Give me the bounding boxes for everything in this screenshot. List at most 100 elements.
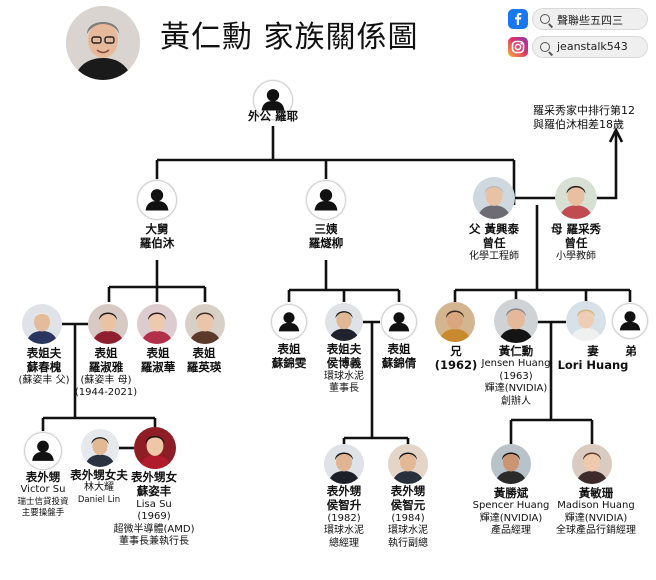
person-label-line: (1984): [391, 512, 425, 524]
person-luo-sh-label: 表姐羅淑華: [141, 346, 176, 375]
person-luo-ying-label: 表姐羅英瑛: [187, 346, 222, 375]
person-label-line: 輝達(NVIDIA): [479, 512, 543, 524]
person-label-line: 蘇錦雯: [271, 356, 307, 371]
person-uncle-label: 大舅羅伯沐: [140, 222, 175, 251]
person-label-line: 主要操盤手: [21, 507, 65, 518]
person-father-photo: [473, 177, 515, 219]
person-label-line: 蘇春槐: [26, 360, 62, 375]
person-su-mother-photo: [88, 304, 128, 344]
person-su-wen-avatar-icon: [271, 304, 307, 340]
person-hou-label: 表姐夫侯博義環球水泥董事長: [324, 342, 364, 396]
person-su-qian-label: 表姐蘇錦倩: [382, 342, 417, 371]
person-label-line: 超微半導體(AMD): [113, 523, 195, 535]
person-label-line: 妻: [587, 344, 599, 358]
person-label-line: 董事長兼執行長: [118, 536, 189, 548]
person-grandpa-label: 外公 羅耶: [248, 109, 298, 123]
person-label-line: 表外甥女: [130, 470, 177, 484]
facebook-handle[interactable]: 聲聯些五四三: [508, 8, 648, 30]
person-daniel-photo: [81, 429, 119, 467]
person-su-qian-avatar-icon: [381, 304, 417, 340]
person-uncle-avatar-icon: [137, 180, 177, 220]
person-label-line: Victor Su: [20, 484, 66, 496]
person-madison-photo: [572, 444, 612, 484]
person-label-line: 父 黃興泰: [468, 222, 520, 236]
person-aunt-avatar-icon: [306, 180, 346, 220]
person-father-label: 父 黃興泰曾任化學工程師: [469, 222, 519, 263]
person-hou-photo: [325, 303, 363, 341]
person-label-line: 曾任: [482, 236, 506, 251]
page-title: 黃仁勳 家族關係圖: [160, 20, 419, 55]
person-label-line: 侯博義: [326, 356, 362, 371]
person-label-line: 侯智升: [326, 498, 362, 513]
person-label-line: 表姐: [387, 342, 411, 356]
person-lisa-photo: [134, 427, 176, 469]
person-label-line: 大舅: [145, 222, 169, 236]
person-label-line: (1969): [137, 511, 171, 523]
person-label-line: Madison Huang: [557, 500, 635, 512]
person-label-line: 輝達(NVIDIA): [564, 512, 628, 524]
person-label-line: 環球水泥: [388, 525, 428, 537]
person-label-line: 產品經理: [490, 525, 531, 537]
person-grandpa-avatar-icon: [253, 80, 293, 120]
person-victor-avatar-icon: [24, 432, 62, 470]
person-label-line: 林大耀: [84, 482, 114, 494]
person-label-line: 環球水泥: [324, 370, 364, 382]
person-hou-zs-label: 表外甥侯智升(1982)環球水泥總經理: [324, 484, 364, 550]
person-label-line: 表姐夫: [326, 342, 362, 356]
person-label-line: Spencer Huang: [472, 500, 550, 512]
person-label-line: (1944-2021): [74, 387, 138, 399]
instagram-icon: [508, 37, 528, 57]
facebook-icon: [508, 9, 528, 29]
person-hou-zs-photo: [324, 444, 364, 484]
person-label-line: 小學教師: [555, 250, 596, 262]
person-label-line: 表外甥: [25, 470, 61, 484]
person-label-line: (蘇姿丰 母): [80, 374, 132, 386]
person-mother-label: 母 羅采秀曾任小學教師: [551, 222, 601, 263]
person-label-line: 黃仁勳: [498, 344, 534, 358]
person-label-line: 董事長: [329, 383, 359, 395]
person-label-line: 黃勝斌: [493, 486, 529, 500]
person-label-line: 瑞士信貸投資: [17, 496, 69, 507]
person-su-father-photo: [22, 304, 62, 344]
person-jensen-photo: [494, 299, 538, 343]
person-label-line: 執行副總: [388, 537, 428, 549]
person-brother-label: 兄(1962): [435, 344, 478, 373]
facebook-name: 聲聯些五四三: [557, 14, 623, 27]
person-hou-zy-photo: [388, 444, 428, 484]
person-label-line: 蘇錦倩: [381, 356, 417, 371]
person-label-line: (1962): [434, 358, 478, 373]
search-icon: [540, 14, 550, 24]
person-su-mother-label: 表姐羅淑雅(蘇姿丰 母)(1944-2021): [75, 346, 137, 400]
person-brother-photo: [435, 302, 475, 342]
person-hou-zy-label: 表外甥侯智元(1984)環球水泥執行副總: [388, 484, 428, 550]
person-label-line: Lori Huang: [557, 358, 629, 373]
person-label-line: 表外甥女夫: [70, 468, 128, 482]
person-mother-photo: [555, 177, 597, 219]
person-label-line: Lisa Su: [136, 498, 172, 510]
person-label-line: 全球產品行銷經理: [556, 525, 636, 537]
person-label-line: 創辦人: [501, 395, 531, 407]
person-luo-sh-photo: [137, 304, 177, 344]
person-label-line: 表姐: [146, 346, 170, 360]
person-label-line: 黃敏珊: [578, 486, 614, 500]
person-label-line: 三姨: [314, 222, 338, 236]
person-label-line: 羅伯沐: [139, 236, 175, 251]
person-label-line: 母 羅采秀: [550, 222, 602, 236]
person-luo-ying-photo: [185, 304, 225, 344]
person-label-line: 表外甥: [390, 484, 426, 498]
person-label-line: 表姐: [192, 346, 216, 360]
person-label-line: 羅淑華: [140, 360, 176, 375]
person-wife-photo: [566, 301, 606, 341]
instagram-handle[interactable]: jeanstalk543: [508, 36, 648, 58]
person-label-line: 羅英瑛: [186, 360, 222, 375]
person-younger-avatar-icon: [612, 303, 648, 339]
person-label-line: 羅淑雅: [88, 360, 124, 375]
person-label-line: 輝達(NVIDIA): [484, 383, 548, 395]
